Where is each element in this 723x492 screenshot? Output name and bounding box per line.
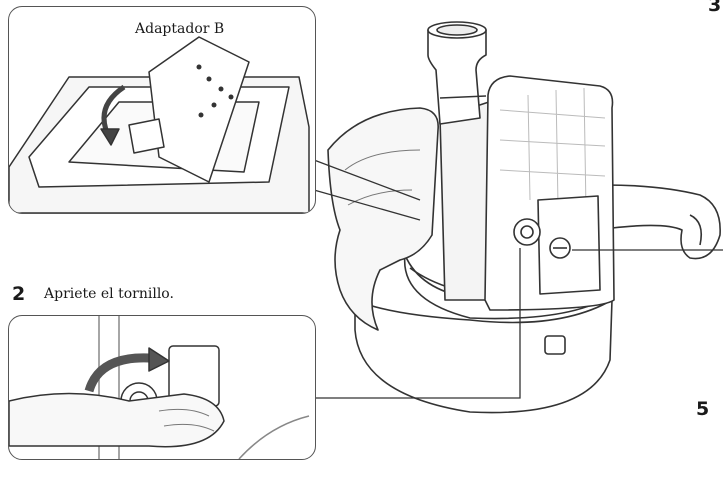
step-5-number: 5 <box>696 398 710 420</box>
step-3-number: 3 <box>708 0 722 16</box>
adapter-detail-panel: Adaptador B <box>8 6 316 214</box>
adapter-illustration <box>9 36 310 213</box>
tighten-screw-panel <box>8 315 316 460</box>
step-2-instruction: Apriete el tornillo. <box>44 286 174 302</box>
screw-illustration <box>9 316 310 459</box>
step-2-number: 2 <box>12 283 26 305</box>
adapter-b-label: Adaptador B <box>135 21 225 37</box>
